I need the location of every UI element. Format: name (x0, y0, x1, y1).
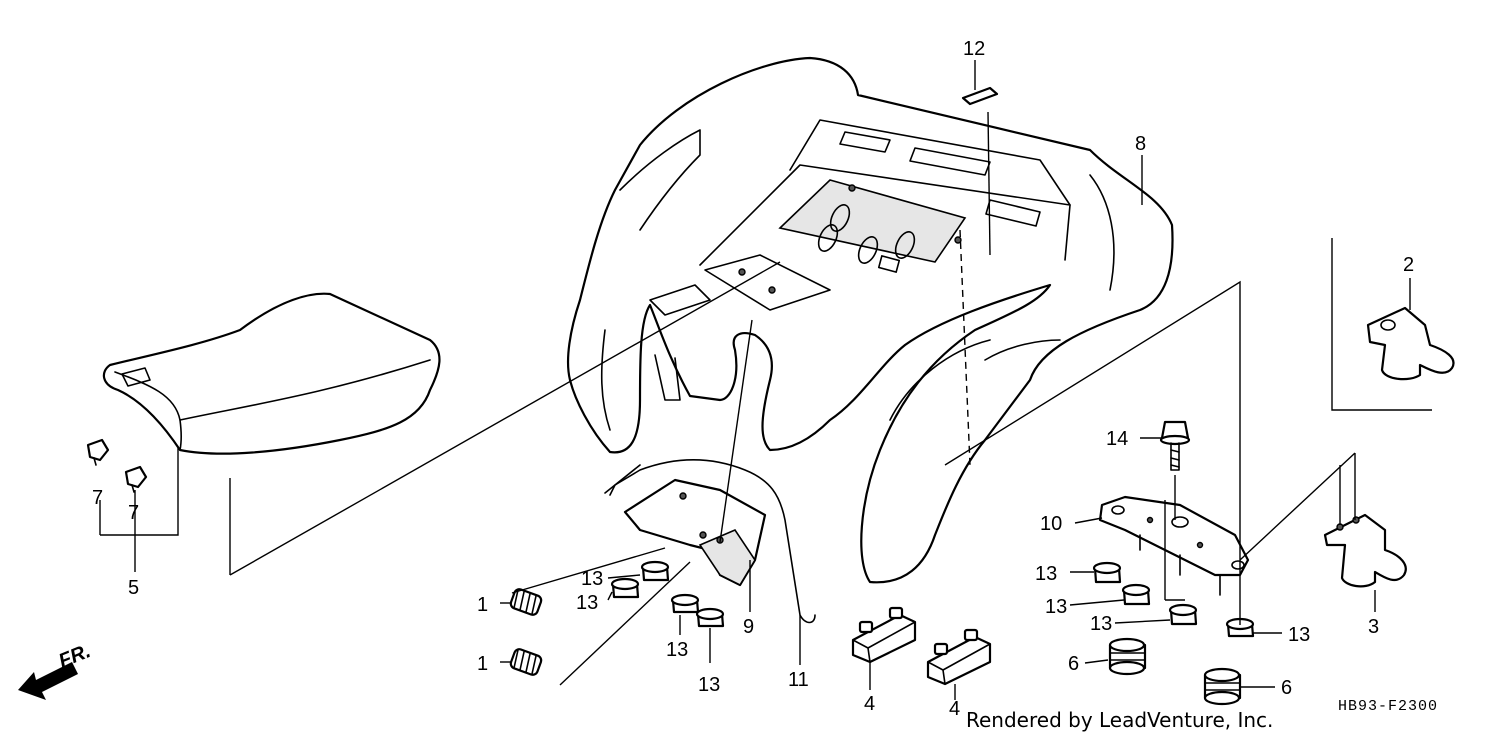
seat (102, 292, 441, 455)
callout-13g: 13 (1090, 613, 1112, 635)
callout-9: 9 (743, 616, 754, 638)
plate-10 (1098, 495, 1250, 596)
bracket-2 (1366, 306, 1455, 381)
callout-6a: 6 (1068, 653, 1079, 675)
callout-1b: 1 (477, 653, 488, 675)
callout-4b: 4 (949, 698, 960, 720)
diagram-code: HB93-F2300 (1338, 698, 1438, 715)
callout-1a: 1 (477, 594, 488, 616)
rendered-credit: Rendered by LeadVenture, Inc. (966, 708, 1273, 732)
clips-7 (86, 438, 148, 493)
stay-11 (604, 459, 816, 624)
callout-13d: 13 (698, 674, 720, 696)
callout-12: 12 (963, 38, 985, 60)
callout-5: 5 (128, 577, 139, 599)
callout-13b: 13 (576, 592, 598, 614)
callout-4a: 4 (864, 693, 875, 715)
callout-13f: 13 (1045, 596, 1067, 618)
front-label: FR. (56, 640, 94, 672)
rubbers-6 (1108, 637, 1242, 706)
callout-13a: 13 (581, 568, 603, 590)
callout-7a: 7 (92, 487, 103, 509)
callout-14: 14 (1106, 428, 1128, 450)
rear-fender (566, 56, 1174, 584)
caution-label-12 (961, 86, 999, 106)
callout-10: 10 (1040, 513, 1062, 535)
callout-13c: 13 (666, 639, 688, 661)
callout-13h: 13 (1288, 624, 1310, 646)
callout-3: 3 (1368, 616, 1379, 638)
stay-9 (623, 478, 767, 587)
bolt-14 (1159, 420, 1191, 471)
arrow-left-icon (18, 662, 78, 700)
grommets-13 (610, 560, 1255, 638)
bracket-3 (1323, 513, 1407, 588)
callout-6b: 6 (1281, 677, 1292, 699)
front-direction-arrow: FR. (18, 640, 94, 700)
callout-8: 8 (1135, 133, 1146, 155)
rubbers-4 (851, 606, 992, 686)
callout-2: 2 (1403, 254, 1414, 276)
callouts: 1 1 2 3 4 4 5 6 6 7 7 8 9 10 11 12 13 13… (92, 38, 1414, 720)
leader-lines (99, 60, 1432, 700)
callout-7b: 7 (128, 502, 139, 524)
callout-11: 11 (788, 669, 809, 691)
cushions-1 (509, 588, 543, 676)
callout-13e: 13 (1035, 563, 1057, 585)
